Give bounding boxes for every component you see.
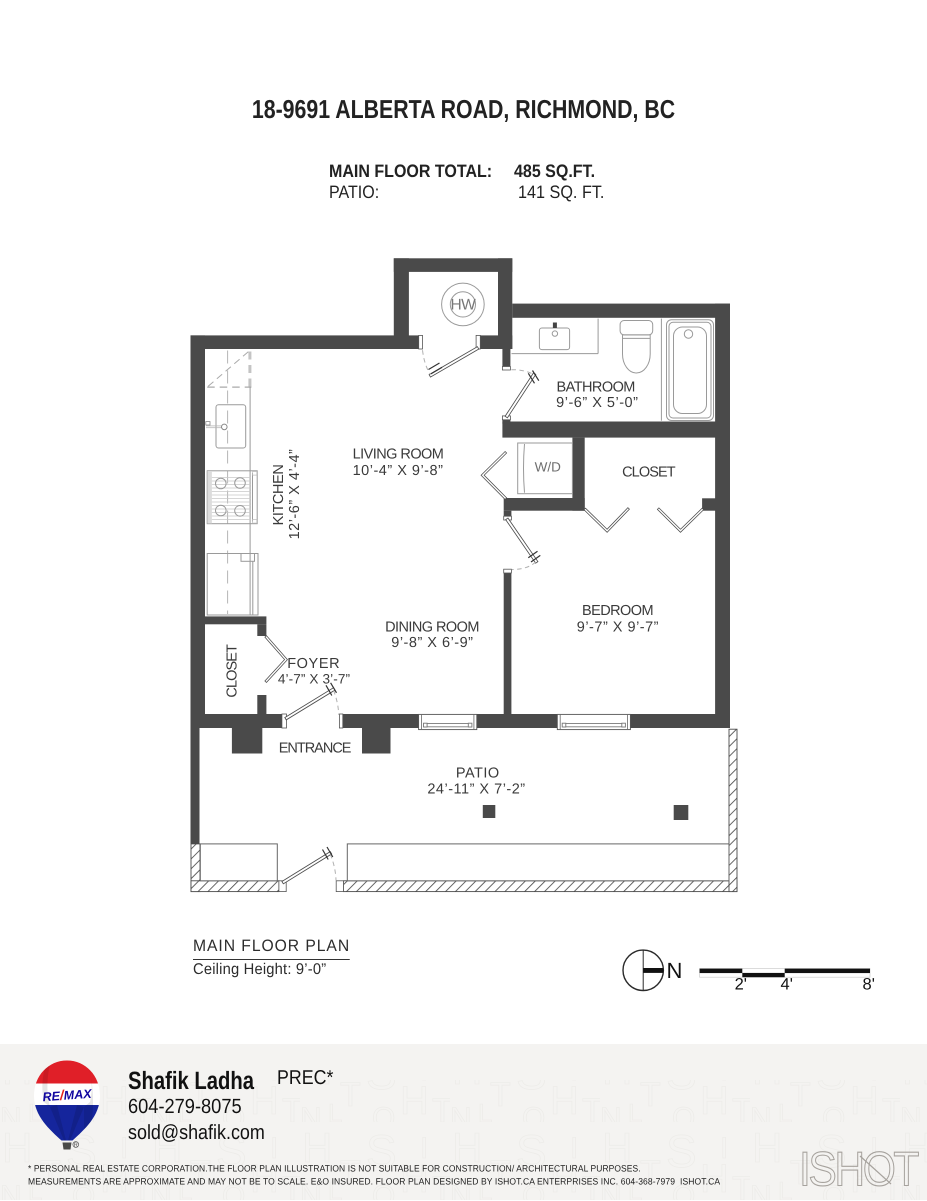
- svg-text:4': 4': [781, 976, 793, 994]
- svg-text:* PERSONAL REAL ESTATE CORPORA: * PERSONAL REAL ESTATE CORPORATION.THE F…: [28, 1163, 641, 1173]
- svg-text:9’-8” X 6’-9”: 9’-8” X 6’-9”: [391, 635, 473, 651]
- svg-text:W/D: W/D: [535, 460, 561, 475]
- svg-text:CLOSET: CLOSET: [622, 464, 676, 480]
- svg-text:MEASUREMENTS ARE APPROXIMATE A: MEASUREMENTS ARE APPROXIMATE AND MAY NOT…: [28, 1176, 721, 1186]
- svg-text:8': 8': [863, 976, 875, 994]
- svg-text:9’-7” X 9’-7”: 9’-7” X 9’-7”: [577, 619, 659, 635]
- svg-text:2': 2': [735, 976, 747, 994]
- svg-text:9’-6” X 5’-0”: 9’-6” X 5’-0”: [556, 395, 638, 411]
- svg-text:24’-11” X 7’-2”: 24’-11” X 7’-2”: [427, 781, 525, 797]
- svg-text:RE/MAX: RE/MAX: [42, 1084, 93, 1103]
- svg-text:HW: HW: [450, 297, 476, 314]
- svg-text:LIVING ROOM: LIVING ROOM: [353, 447, 444, 463]
- svg-text:DINING ROOM: DINING ROOM: [385, 620, 479, 636]
- svg-text:R: R: [74, 1142, 78, 1148]
- svg-text:4’-7” X 3’-7”: 4’-7” X 3’-7”: [278, 671, 351, 686]
- svg-text:KITCHEN: KITCHEN: [271, 465, 287, 526]
- svg-text:N: N: [667, 958, 683, 983]
- svg-text:ENTRANCE: ENTRANCE: [279, 740, 352, 756]
- svg-text:10’-4” X 9’-8”: 10’-4” X 9’-8”: [353, 463, 444, 479]
- svg-text:FOYER: FOYER: [287, 656, 340, 672]
- svg-text:CLOSET: CLOSET: [225, 644, 241, 698]
- svg-text:12’-6” X 4’-4”: 12’-6” X 4’-4”: [287, 449, 303, 540]
- svg-text:ISHOT: ISHOT: [799, 1142, 919, 1196]
- svg-text:BEDROOM: BEDROOM: [582, 603, 653, 619]
- svg-text:PATIO: PATIO: [456, 766, 500, 782]
- svg-text:BATHROOM: BATHROOM: [557, 379, 635, 395]
